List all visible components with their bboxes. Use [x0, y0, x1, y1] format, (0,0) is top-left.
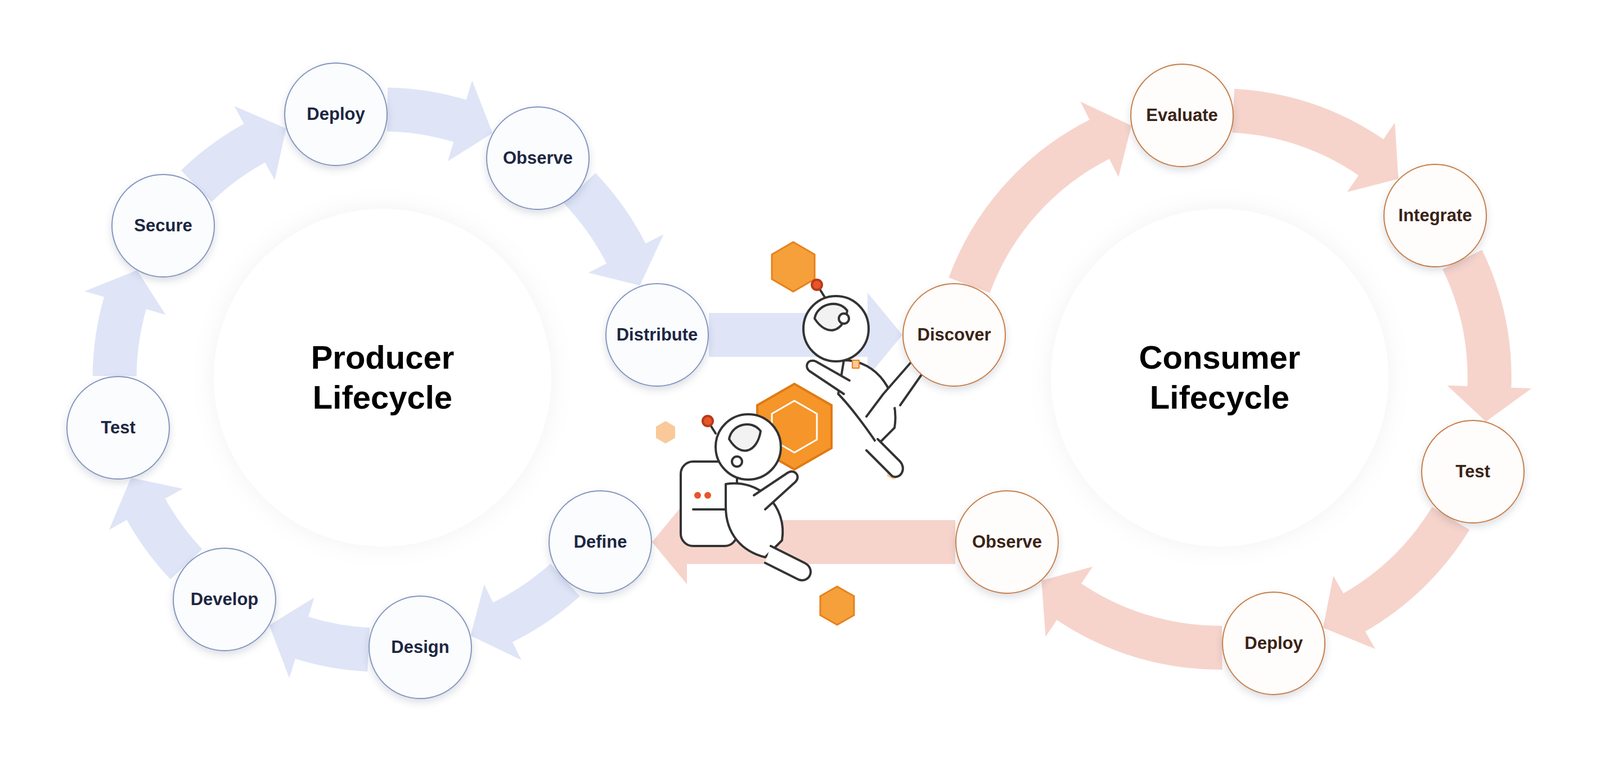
- stage-circle: Secure: [111, 173, 215, 278]
- flow-arrow: [1446, 259, 1532, 422]
- stage-circle: Test: [1421, 419, 1525, 524]
- stage-circle: Define: [548, 490, 653, 594]
- flow-arrow: [708, 292, 903, 377]
- stage-label: Observe: [502, 147, 573, 169]
- stage-circle: Integrate: [1383, 163, 1487, 268]
- flow-arrow: [1323, 518, 1451, 649]
- stage-label: Test: [1455, 461, 1490, 482]
- stage-label: Evaluate: [1145, 105, 1219, 126]
- astronaut-lower: [680, 414, 811, 581]
- stage-label: Test: [100, 417, 136, 438]
- flow-arrow: [1233, 110, 1399, 193]
- stage-label: Deploy: [306, 104, 365, 125]
- flow-arrow: [470, 579, 565, 660]
- stage-label: Secure: [133, 215, 192, 236]
- flow-arrow: [269, 596, 370, 678]
- lifecycle-hub: Producer Lifecycle: [213, 208, 552, 547]
- stage-label: Develop: [190, 589, 259, 610]
- stage-label: Design: [390, 636, 449, 658]
- flow-arrow: [579, 187, 664, 286]
- stage-circle: Observe: [955, 490, 1059, 594]
- stage-label: Distribute: [616, 324, 699, 345]
- lifecycle-hub: Consumer Lifecycle: [1050, 208, 1389, 547]
- stage-label: Observe: [972, 531, 1042, 552]
- stage-label: Discover: [917, 324, 992, 345]
- stage-circle: Deploy: [284, 62, 388, 166]
- stage-circle: Deploy: [1221, 591, 1326, 695]
- stage-circle: Evaluate: [1130, 63, 1234, 168]
- stage-label: Define: [573, 531, 628, 552]
- flow-arrow: [109, 477, 187, 565]
- stage-label: Integrate: [1398, 205, 1473, 226]
- stage-circle: Observe: [486, 106, 590, 210]
- hub-title: Consumer Lifecycle: [1126, 337, 1313, 418]
- flow-arrow: [84, 270, 166, 376]
- hub-title: Producer Lifecycle: [289, 337, 476, 418]
- flow-arrow: [1041, 566, 1222, 648]
- flow-arrow: [196, 105, 287, 186]
- flow-arrow: [387, 80, 493, 162]
- stage-label: Deploy: [1244, 632, 1303, 654]
- stage-circle: Develop: [172, 547, 277, 651]
- stage-circle: Discover: [902, 282, 1006, 387]
- stage-circle: Design: [368, 595, 473, 699]
- stage-circle: Distribute: [605, 282, 709, 387]
- stage-circle: Test: [66, 375, 170, 480]
